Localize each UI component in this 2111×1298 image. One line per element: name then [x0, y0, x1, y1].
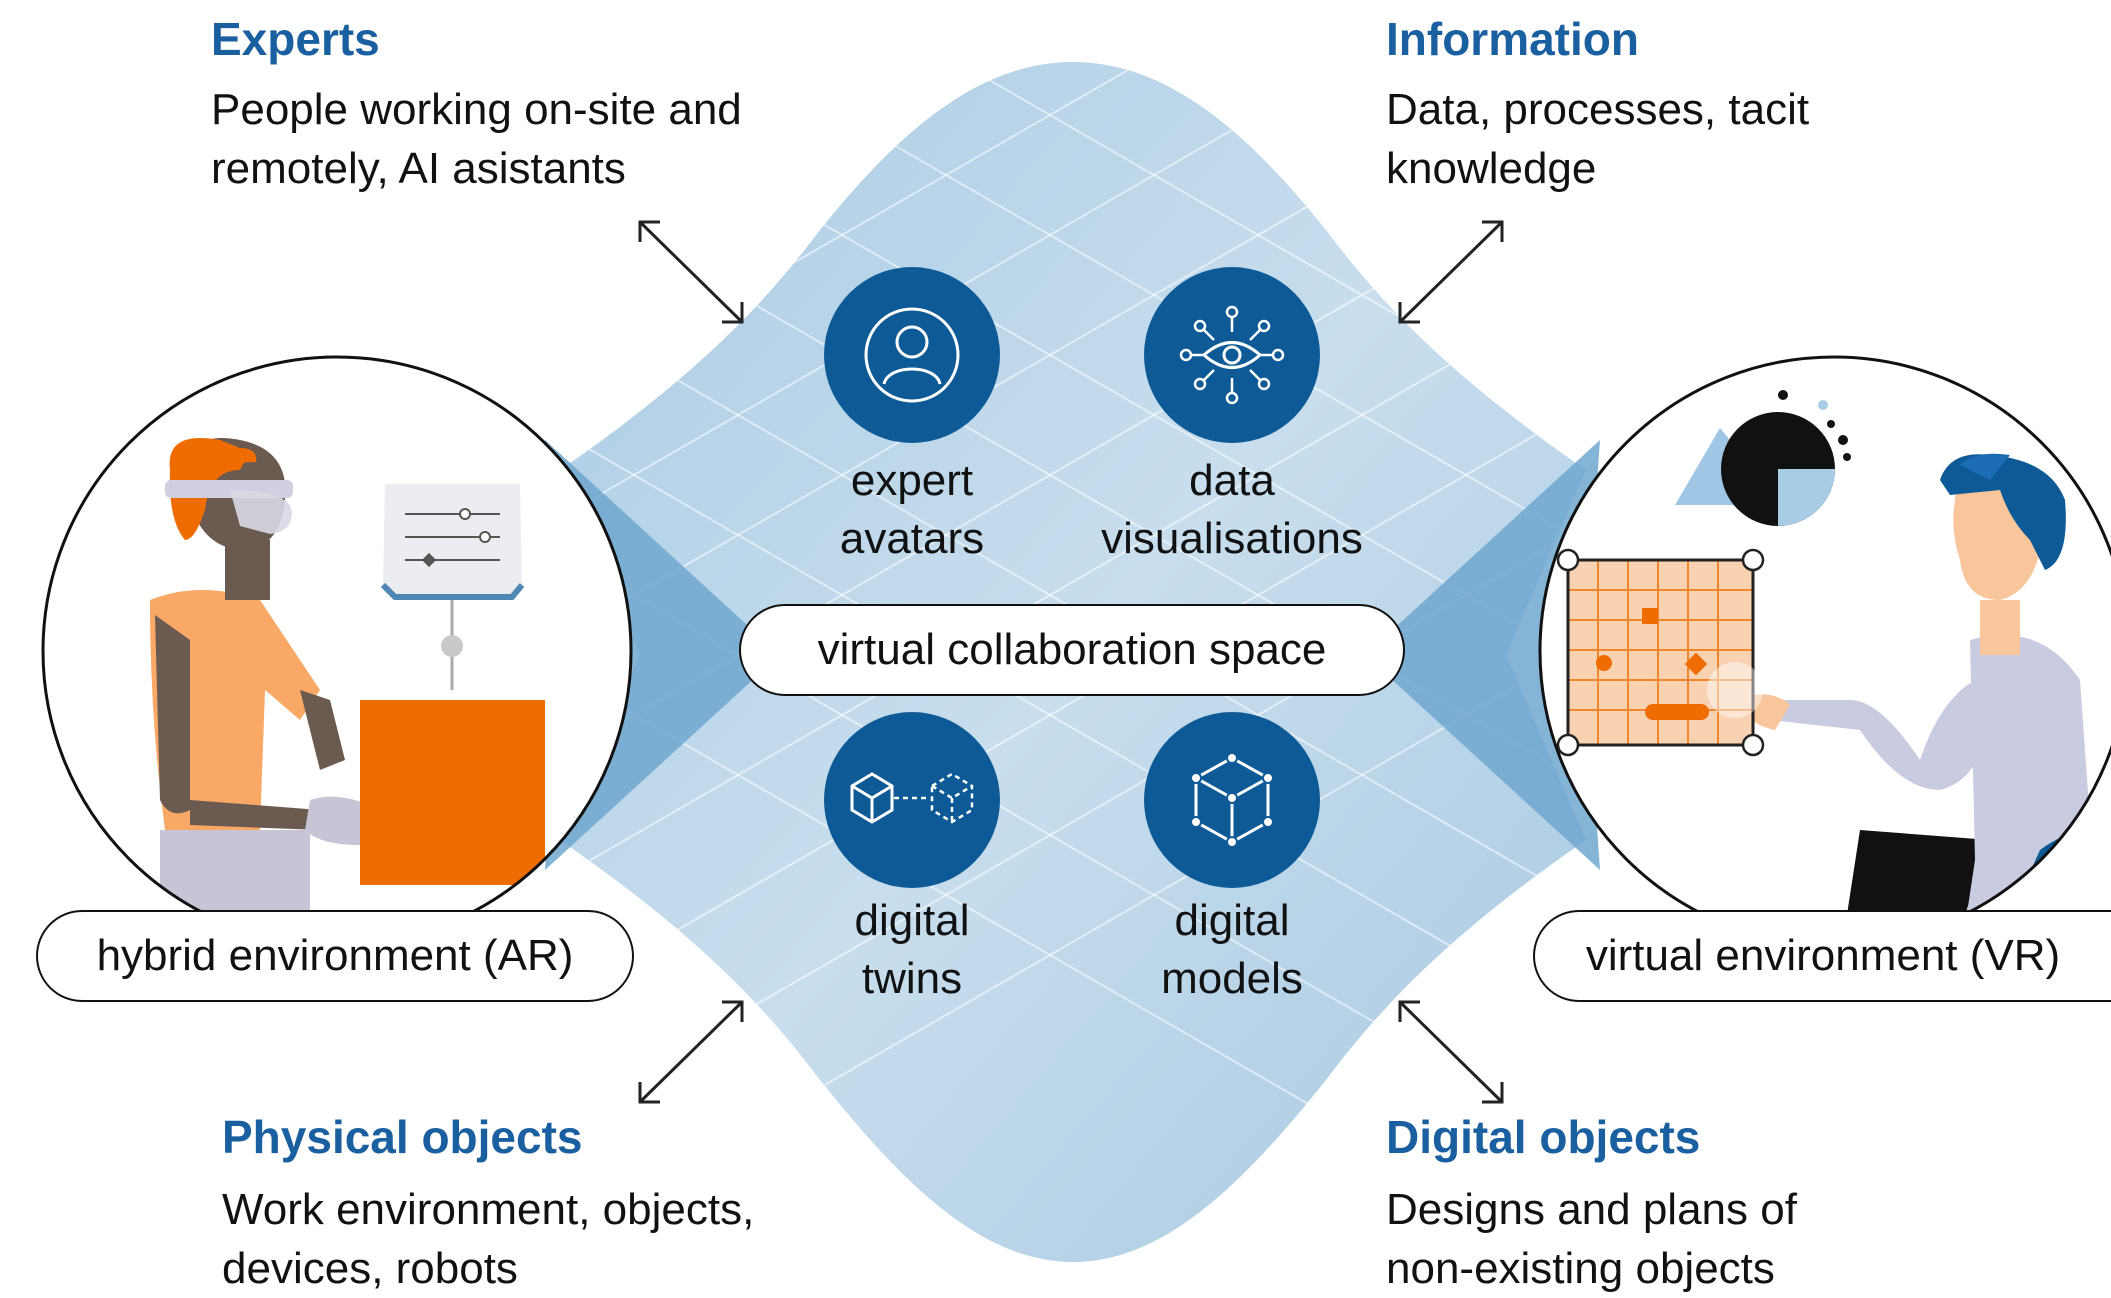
information-title: Information — [1386, 13, 1639, 65]
digital-models-label: digital models — [1161, 896, 1303, 1003]
digital-objects-title: Digital objects — [1386, 1111, 1701, 1163]
digital-twins-label: digital twins — [854, 896, 970, 1003]
eye-network-icon — [1144, 267, 1320, 443]
information-description: Data, processes, tacit knowledge — [1386, 85, 1810, 193]
physical-objects-description: Work environment, objects, devices, robo… — [222, 1185, 755, 1293]
person-icon — [824, 267, 1000, 443]
physical-objects-title: Physical objects — [222, 1111, 583, 1163]
arrow-experts — [638, 220, 744, 324]
twin-cubes-icon — [824, 712, 1000, 888]
vr-grid-panel — [1556, 428, 1785, 757]
experts-title: Experts — [211, 13, 380, 65]
orange-box — [360, 700, 545, 885]
cube-icon — [1144, 712, 1320, 888]
arrow-information — [1398, 220, 1504, 324]
virtual-collaboration-space-label: virtual collaboration space — [739, 604, 1405, 696]
vr-pie-chart-icon — [1721, 390, 1851, 526]
vr-scene-circle — [1538, 355, 2111, 947]
expert-avatars-label: expert avatars — [839, 456, 985, 563]
virtual-environment-label: virtual environment (VR) — [1533, 910, 2111, 1002]
hybrid-environment-label: hybrid environment (AR) — [36, 910, 634, 1002]
arrow-physical-objects — [638, 1000, 744, 1104]
ar-control-panel — [380, 484, 525, 690]
experts-description: People working on-site and remotely, AI … — [211, 85, 742, 193]
digital-objects-description: Designs and plans of non-existing object… — [1386, 1185, 1797, 1293]
data-visualisations-label: data visualisations — [1101, 456, 1363, 563]
ar-scene-circle — [41, 355, 633, 947]
arrow-digital-objects — [1398, 1000, 1504, 1104]
